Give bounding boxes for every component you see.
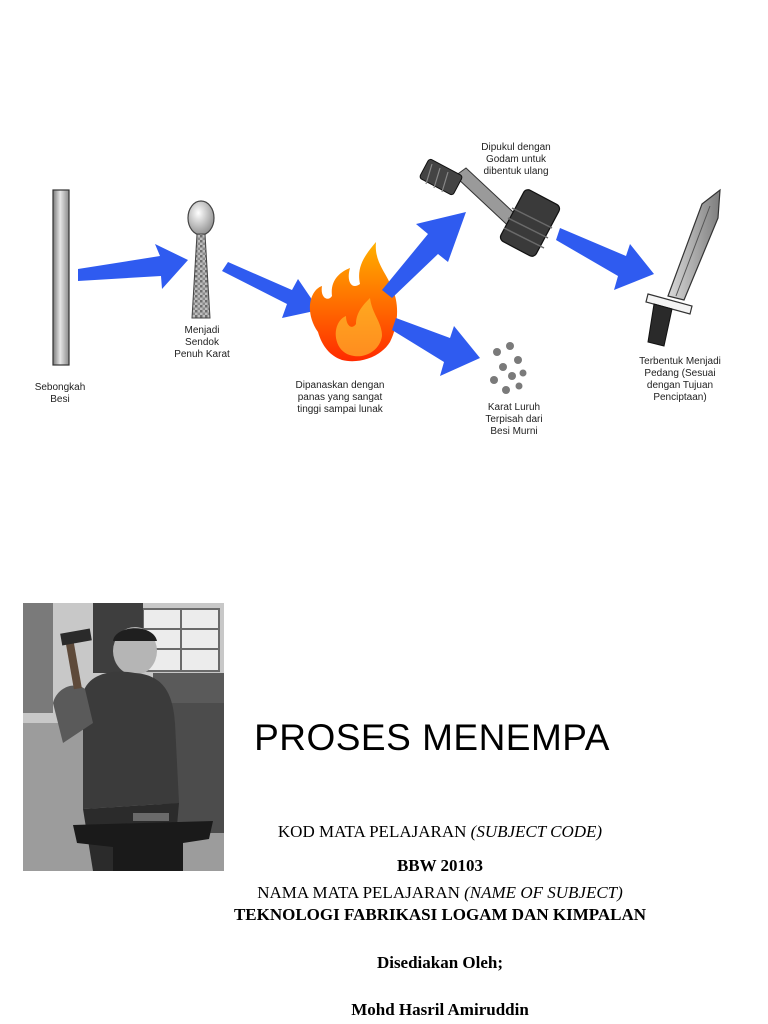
fire-label: Dipanaskan dengan panas yang sangat ting… [295,380,385,415]
subject-code-label: KOD MATA PELAJARAN [277,822,467,841]
arrow-3-icon [382,212,466,298]
arrow-1-icon [78,244,188,289]
arrow-4-icon [392,318,480,376]
rust-label: Karat Luruh Terpisah dari Besi Murni [485,402,543,437]
prepared-by-label: Disediakan Oleh; [376,953,504,972]
bar-label: Sebongkah Besi [34,382,86,405]
forging-process-diagram [52,158,721,394]
subject-name-label-en: (NAME OF SUBJECT) [464,883,623,902]
author-name: Mohd Hasril Amiruddin [351,1000,529,1019]
iron-bar-icon [52,189,70,366]
arrow-2-icon [222,262,319,318]
hammer-label: Dipukul dengan Godam untuk dibentuk ulan… [481,142,551,177]
rusty-spoon-icon [187,200,215,319]
rust-particles-icon [490,342,527,394]
subject-code: BBW 20103 [396,856,484,875]
page-title: PROSES MENEMPA [254,717,610,758]
subject-name: TEKNOLOGI FABRIKASI LOGAM DAN KIMPALAN [233,905,647,924]
fire-icon [309,242,398,362]
arrow-5-icon [556,228,654,290]
sledgehammer-icon [419,158,561,257]
blacksmith-photo [23,603,224,871]
spoon-label: Menjadi Sendok Penuh Karat [174,325,230,360]
subject-code-label-en: (SUBJECT CODE) [470,822,603,841]
subject-name-line: NAMA MATA PELAJARAN (NAME OF SUBJECT) [180,883,700,903]
sword-icon [645,188,721,347]
subject-name-label: NAMA MATA PELAJARAN [257,883,460,902]
subject-code-line: KOD MATA PELAJARAN (SUBJECT CODE) [180,822,700,842]
sword-label: Terbentuk Menjadi Pedang (Sesuai dengan … [639,356,721,403]
